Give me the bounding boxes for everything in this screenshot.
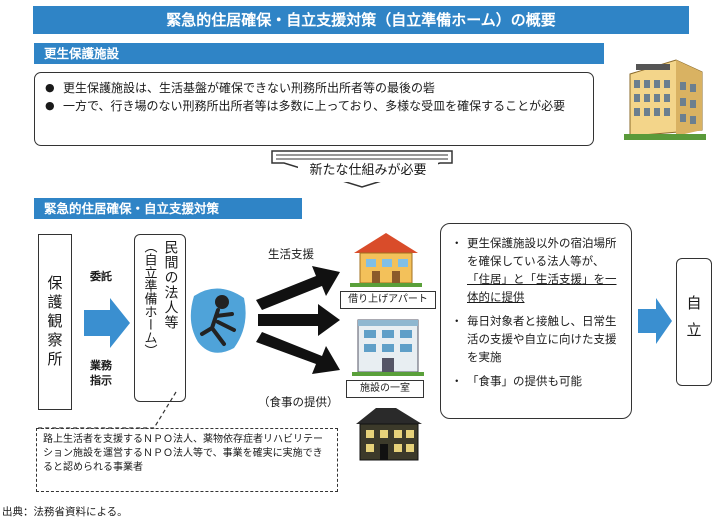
list-item: ●更生保護施設は、生活基盤が確保できない刑務所出所者等の最後の砦 [45,81,436,95]
operator-note-text: 路上生活者を支援するＮＰＯ法人、薬物依存症者リハビリテーション施設を運営するＮＰ… [43,434,323,473]
list-item: ・ 更生保護施設以外の宿泊場所を確保している法人等が、「住居」と「生活支援」を一… [451,234,621,306]
support-detail-2: 毎日対象者と接触し、日常生活の支援や自立に向けた支援を実施 [467,314,617,364]
transition-text: 新たな仕組みが必要 [298,160,438,182]
private-corporation-text: 民間の法人等 （自立準備ホーム） [134,240,186,400]
operator-note-box: 路上生活者を支援するＮＰＯ法人、薬物依存症者リハビリテーション施設を運営するＮＰ… [36,428,338,492]
support-detail-3: 「食事」の提供も可能 [467,374,582,388]
meal-house-icon [356,408,422,461]
private-corporation-box [134,234,186,402]
life-support-label: 生活支援 [268,247,314,261]
rehabilitation-facility-building-icon [624,59,706,140]
person-illustration-icon [190,288,246,353]
section-label-emergency-housing: 緊急的住居確保・自立支援対策 [34,198,302,219]
support-detail-1a: 更生保護施設以外の宿泊場所を確保している法人等が、 [467,236,617,268]
independence-label: 自立 [684,295,703,349]
facility-room-icon [352,319,424,376]
support-detail-1b: 「住居」と「生活支援」を一体的に提供 [467,272,617,304]
rehabilitation-facility-box: ●更生保護施設は、生活基盤が確保できない刑務所出所者等の最後の砦 ●一方で、行き… [34,72,594,146]
bullet-icon: ● [45,99,55,112]
support-details-box: ・ 更生保護施設以外の宿泊場所を確保している法人等が、「住居」と「生活支援」を一… [440,223,632,419]
independence-box: 自立 [676,258,712,386]
section-label-rehabilitation-facility: 更生保護施設 [34,43,604,64]
bullet-icon: ・ [451,314,463,328]
bullet-icon: ● [45,81,55,94]
probation-office-label: 保護観察所 [45,274,64,370]
operator-sub-label: （自立準備ホーム） [141,240,157,357]
bullet-icon: ・ [451,236,463,250]
list-item: ・ 毎日対象者と接触し、日常生活の支援や自立に向けた支援を実施 [451,312,621,366]
rented-apartment-label: 借り上げアパート [340,291,436,309]
bullet-icon: ・ [451,374,463,388]
commission-label: 委託 [90,270,112,283]
meal-provision-label: （食事の提供） [258,395,339,409]
facility-room-label: 施設の一室 [346,380,424,398]
support-arrows [256,266,340,374]
list-item: ・ 「食事」の提供も可能 [451,372,621,390]
page-title: 緊急的住居確保・自立支援対策（自立準備ホーム）の概要 [33,6,689,34]
probation-office-box: 保護観察所 [38,234,72,410]
goal-arrow [638,298,672,344]
list-item: ●一方で、行き場のない刑務所出所者等は多数に上っており、多様な受皿を確保すること… [45,99,566,113]
rented-apartment-icon [350,233,422,287]
operator-label: 民間の法人等 [162,240,179,330]
business-instruction-label: 業務指示 [90,359,112,387]
source-note: 出典：法務省資料による。 [2,506,128,518]
commission-arrow [84,298,130,348]
